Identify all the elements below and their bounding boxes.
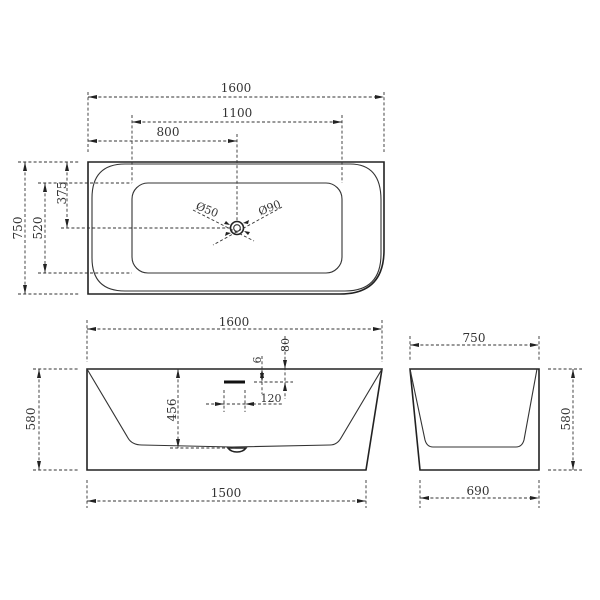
- arrow-icon: [260, 373, 264, 382]
- dim-overflow-slot-width: 120: [261, 392, 282, 405]
- arrow-icon: [283, 360, 287, 369]
- top-view-rim-contour: [91, 163, 382, 292]
- dim-inner-depth: 456: [165, 399, 179, 422]
- top-view: Ø50 Ø90 1600 1100 800 750: [11, 81, 385, 295]
- arrow-icon: [571, 461, 575, 470]
- top-view-outer-body: [87, 161, 385, 295]
- dim-side-bottom-width: 690: [467, 484, 490, 498]
- dim-overflow-height-offset: 80: [279, 338, 292, 352]
- dim-drain-offset-width: 375: [55, 182, 69, 205]
- arrow-icon: [225, 232, 231, 236]
- dim-drain-offset-length: 800: [157, 125, 180, 139]
- arrow-icon: [43, 183, 47, 192]
- front-view-inner-basin: [86, 368, 383, 448]
- arrow-icon: [530, 343, 539, 347]
- arrow-icon: [243, 220, 249, 224]
- front-view-outer-body: [86, 368, 383, 471]
- dim-overflow-slot-height: 6: [251, 357, 264, 364]
- dim-front-height: 580: [24, 408, 38, 431]
- arrow-icon: [215, 402, 224, 406]
- arrow-icon: [132, 120, 141, 124]
- arrow-icon: [65, 162, 69, 171]
- dim-overall-length: 1600: [221, 81, 252, 95]
- arrow-icon: [37, 369, 41, 378]
- arrow-icon: [37, 461, 41, 470]
- arrow-icon: [245, 402, 254, 406]
- drain-diameter-90-leader: [212, 206, 283, 246]
- dim-basin-length: 1100: [222, 106, 253, 120]
- arrow-icon: [88, 139, 97, 143]
- drain-inner-ring: [233, 224, 241, 232]
- arrow-icon: [333, 120, 342, 124]
- side-view-inner-basin: [409, 368, 538, 448]
- arrow-icon: [244, 231, 250, 235]
- arrow-icon: [375, 95, 384, 99]
- arrow-icon: [283, 382, 287, 391]
- dim-side-top-width: 750: [463, 331, 486, 345]
- arrow-icon: [176, 439, 180, 448]
- dim-overall-width: 750: [11, 217, 25, 240]
- arrow-icon: [530, 496, 539, 500]
- arrow-icon: [410, 343, 419, 347]
- arrow-icon: [87, 499, 96, 503]
- front-view: 1600 1500 580 456 80 6: [24, 315, 383, 508]
- arrow-icon: [88, 95, 97, 99]
- drain-diameter-50-leader: [192, 209, 255, 242]
- arrow-icon: [23, 162, 27, 171]
- front-view-drain: [226, 447, 248, 453]
- arrow-icon: [571, 369, 575, 378]
- arrow-icon: [228, 139, 237, 143]
- arrow-icon: [65, 219, 69, 228]
- arrow-icon: [420, 496, 429, 500]
- arrow-icon: [224, 221, 230, 225]
- side-view: 750 690 580: [409, 331, 582, 508]
- arrow-icon: [373, 327, 382, 331]
- drain-diameter-90-label: Ø90: [256, 198, 282, 219]
- dim-front-bottom-length: 1500: [211, 486, 242, 500]
- arrow-icon: [87, 327, 96, 331]
- side-view-outer-body: [409, 368, 540, 471]
- arrow-icon: [43, 264, 47, 273]
- dim-basin-width: 520: [31, 217, 45, 240]
- dim-front-top-length: 1600: [219, 315, 250, 329]
- arrow-icon: [357, 499, 366, 503]
- arrow-icon: [176, 369, 180, 378]
- dim-side-height: 580: [559, 408, 573, 431]
- arrow-icon: [23, 285, 27, 294]
